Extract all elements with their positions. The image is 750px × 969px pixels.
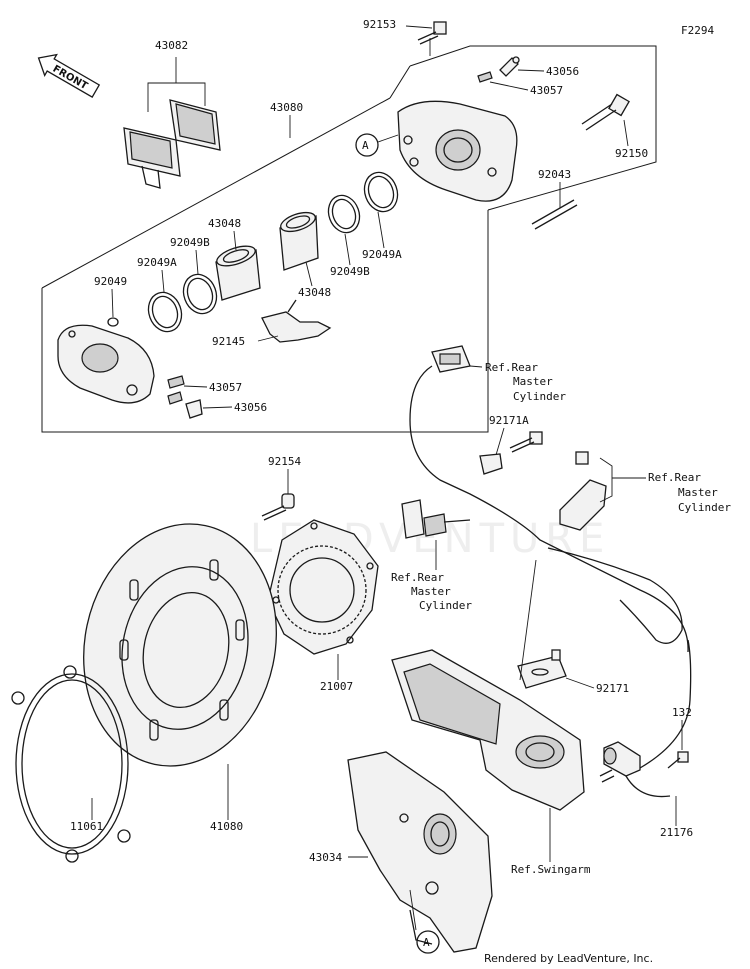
callout-a-top: A [362,139,369,152]
swingarm-section [391,649,585,811]
svg-text:Cylinder: Cylinder [678,501,731,514]
label-92153: 92153 [363,18,396,31]
svg-text:Ref.Rear: Ref.Rear [485,361,538,374]
pin-92150 [581,93,630,131]
bleeder-valve-top [477,56,520,83]
label-43048-a: 43048 [208,217,241,230]
label-92154: 92154 [268,455,301,468]
seal-92049B-left [182,273,218,315]
abs-connector [409,345,689,653]
seal-92049A-top [363,171,399,213]
bolt-92153 [417,21,447,45]
svg-text:Master: Master [513,375,553,388]
svg-text:Cylinder: Cylinder [513,390,566,403]
ref-rear-mc-1: Ref.Rear Master Cylinder [469,361,566,403]
piston-43048-top [279,211,319,271]
figure-code: F2294 [681,24,714,37]
ref-rear-mc-3: Ref.Rear Master Cylinder [391,540,472,612]
ref-swingarm: Ref.Swingarm [511,863,591,876]
seal-92049B-top [327,194,361,234]
label-92049A-a: 92049A [137,256,177,269]
label-92043: 92043 [538,168,571,181]
piston-43048-left [215,245,261,301]
bolt-132 [667,751,689,769]
brake-disc-41080 [83,523,277,767]
label-92049B-a: 92049B [170,236,210,249]
label-43057-top: 43057 [530,84,563,97]
bleeder-valve-bottom [167,375,203,419]
ref-rear-mc-2: Ref.Rear Master Cylinder [599,457,731,514]
ref-rear-mc-2-clamp [547,451,683,644]
svg-text:Ref.Rear: Ref.Rear [391,571,444,584]
caliper-body-lower [57,324,155,404]
label-43056-bot: 43056 [234,401,267,414]
front-arrow: FRONT [37,53,101,98]
label-11061: 11061 [70,820,103,833]
label-43048-b: 43048 [298,286,331,299]
label-92049A-b: 92049A [362,248,402,261]
bolt-92171A [479,431,543,475]
abs-sensor-21176 [599,639,692,798]
label-92171A: 92171A [489,414,529,427]
ref-rear-mc-3-connector [401,499,471,539]
caliper-assembly-box [41,45,657,433]
brake-pads [123,57,221,189]
label-43080: 43080 [270,101,303,114]
bracket-92171 [517,649,567,689]
svg-text:Master: Master [411,585,451,598]
label-21176: 21176 [660,826,693,839]
washer-92049 [107,317,119,327]
label-43082: 43082 [155,39,188,52]
label-92049: 92049 [94,275,127,288]
pin-92043 [531,199,578,230]
spring-92145 [261,299,332,343]
label-41080: 41080 [210,820,243,833]
gasket-11061 [11,665,131,863]
label-92171: 92171 [596,682,629,695]
callout-a-bottom: A [423,936,430,949]
svg-text:Master: Master [678,486,718,499]
caliper-bracket-43034 [347,751,493,953]
label-92049B-b: 92049B [330,265,370,278]
svg-text:Ref.Rear: Ref.Rear [648,471,701,484]
caliper-body [397,100,518,202]
footer-credit: Rendered by LeadVenture, Inc. [484,952,653,965]
label-43034: 43034 [309,851,342,864]
abs-rotor-ring-21007 [267,519,379,655]
label-92150: 92150 [615,147,648,160]
label-43057-bot: 43057 [209,381,242,394]
label-21007: 21007 [320,680,353,693]
label-43056-top: 43056 [546,65,579,78]
label-92145: 92145 [212,335,245,348]
svg-text:Cylinder: Cylinder [419,599,472,612]
seal-92049A-left [147,291,183,333]
